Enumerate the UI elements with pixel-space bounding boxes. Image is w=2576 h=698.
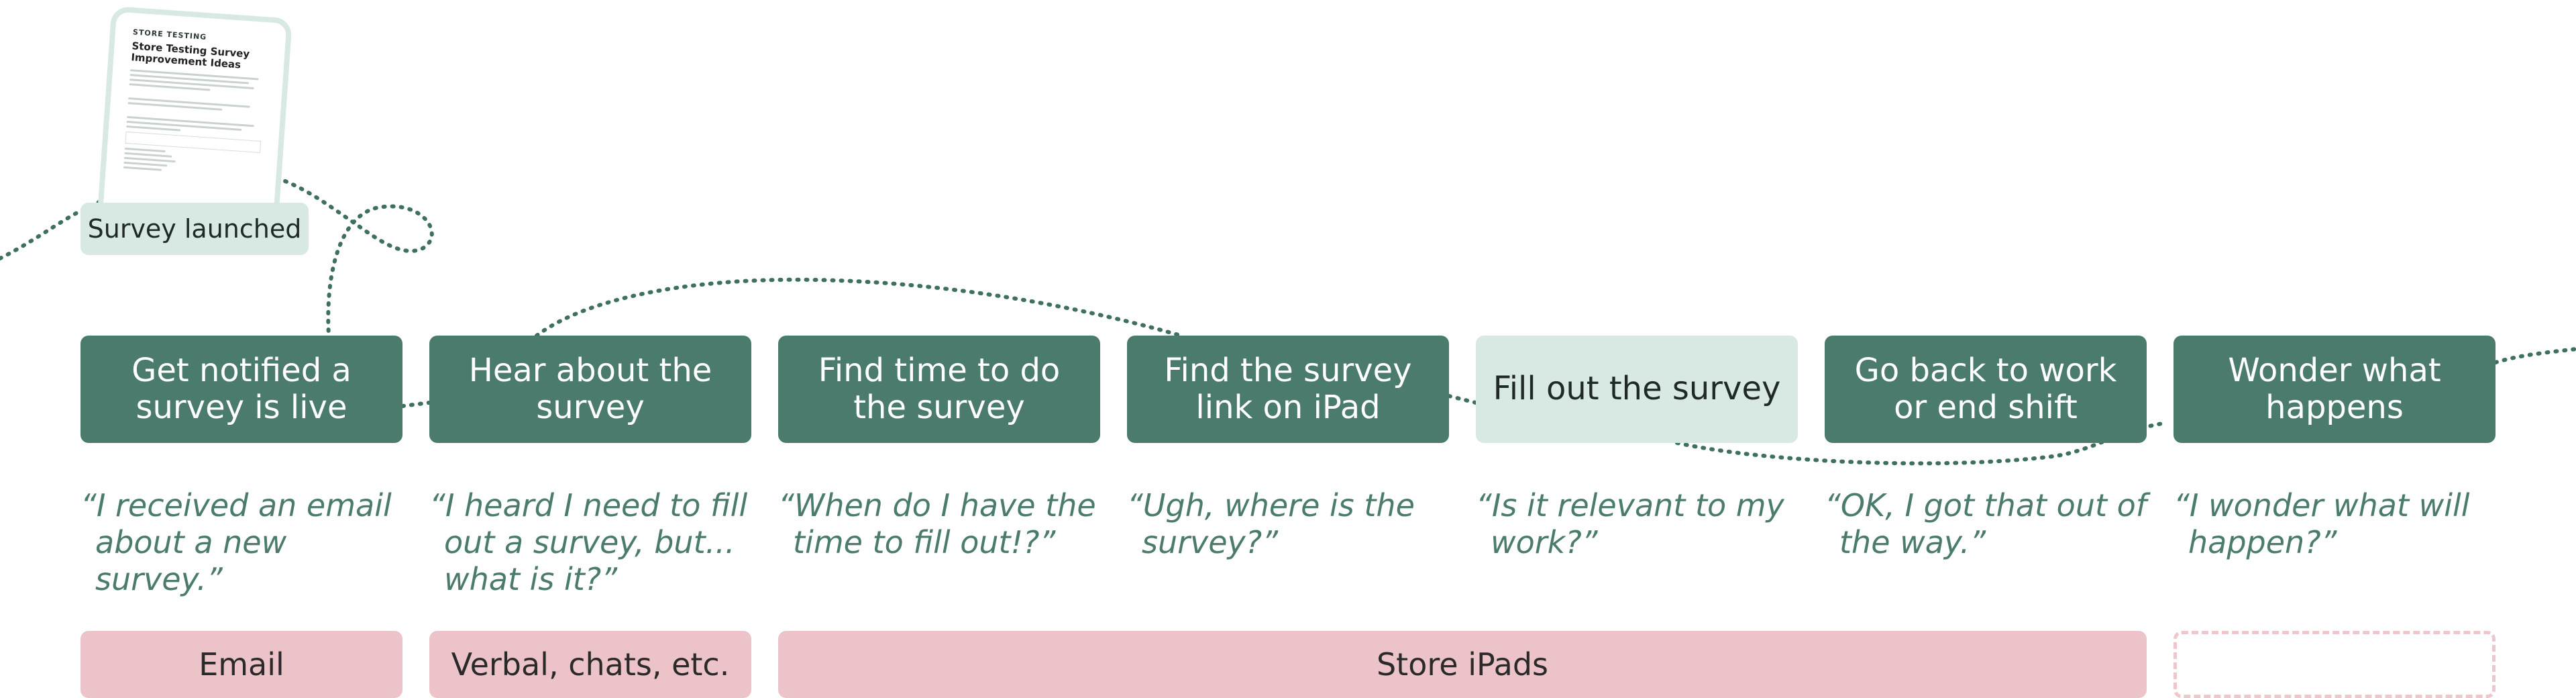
channel-placeholder <box>2174 631 2496 698</box>
survey-document-thumbnail: STORE TESTING Store Testing Survey Impro… <box>97 6 292 236</box>
step-fill-out: Fill out the survey <box>1476 336 1798 443</box>
quote-wonder: “I wonder what will happen?” <box>2174 487 2509 561</box>
step-get-notified: Get notified a survey is live <box>80 336 402 443</box>
channel-store-ipads: Store iPads <box>778 631 2147 698</box>
channel-email: Email <box>80 631 402 698</box>
step-find-link: Find the survey link on iPad <box>1127 336 1449 443</box>
quote-hear-about: “I heard I need to fill out a survey, bu… <box>429 487 765 599</box>
doc-title: Store Testing Survey Improvement Ideas <box>131 40 268 73</box>
step-go-back: Go back to work or end shift <box>1825 336 2147 443</box>
quote-get-notified: “I received an email about a new survey.… <box>80 487 416 599</box>
quote-find-time: “When do I have the time to fill out!?” <box>778 487 1114 561</box>
step-find-time: Find time to do the survey <box>778 336 1100 443</box>
survey-launched-badge: Survey launched <box>80 203 309 255</box>
step-wonder: Wonder what happens <box>2174 336 2496 443</box>
channel-verbal: Verbal, chats, etc. <box>429 631 751 698</box>
quote-go-back: “OK, I got that out of the way.” <box>1825 487 2160 561</box>
quote-fill-out: “Is it relevant to my work?” <box>1476 487 1811 561</box>
quote-find-link: “Ugh, where is the survey?” <box>1127 487 1462 561</box>
step-hear-about: Hear about the survey <box>429 336 751 443</box>
